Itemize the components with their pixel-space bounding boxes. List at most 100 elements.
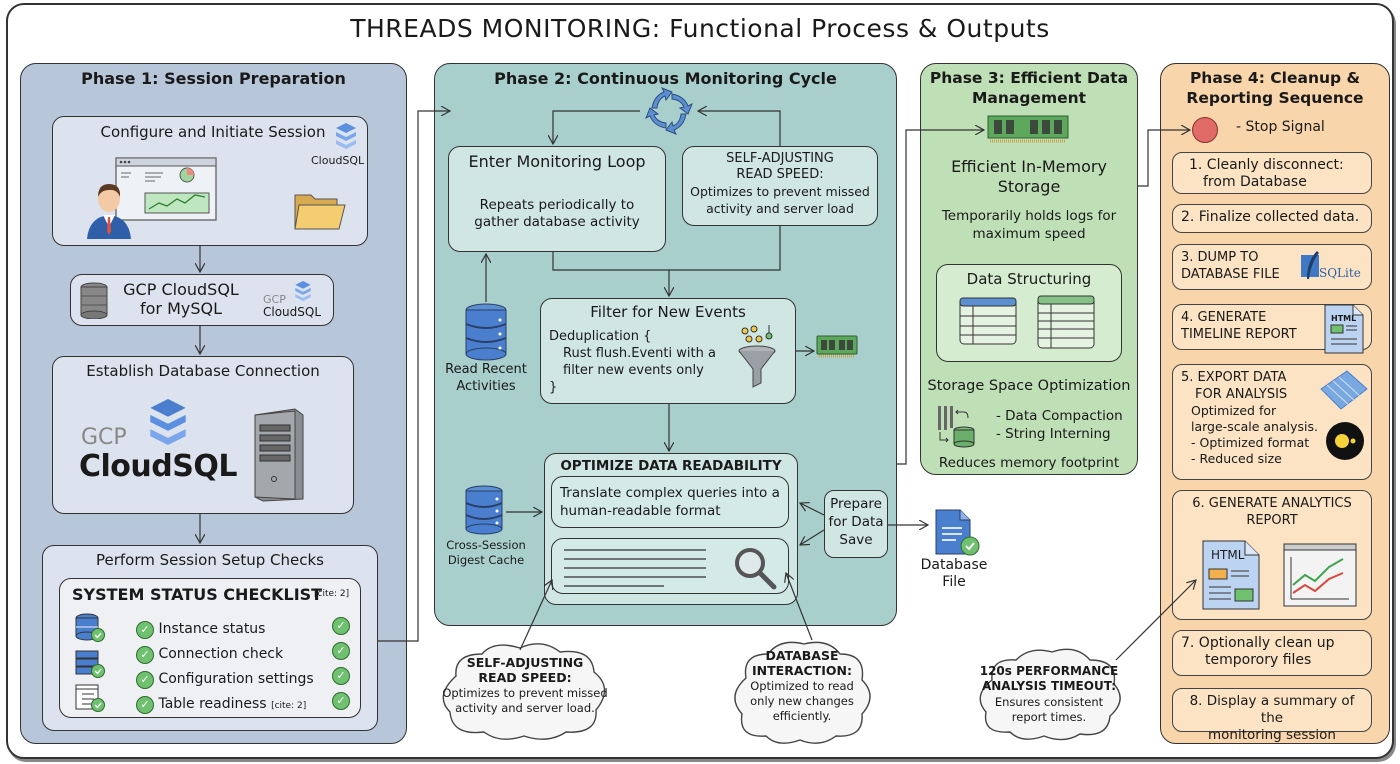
callout-cloud-read-speed	[442, 643, 606, 740]
monitoring-loop-desc-1: Repeats periodically to	[479, 197, 635, 213]
phase-4-title-1: Phase 4: Cleanup &	[1189, 69, 1361, 87]
string-interning-item: - String Interning	[996, 426, 1111, 442]
step-4-timeline-report: 4. GENERATE TIMELINE REPORT HTML	[1172, 304, 1372, 354]
phase-2-title: Phase 2: Continuous Monitoring Cycle	[494, 69, 837, 88]
table-green-icon	[1037, 295, 1095, 349]
check-icon: ✓	[332, 642, 350, 660]
cloudsql-logo-text: CloudSQL	[263, 305, 322, 319]
prepare-label-2: for Data	[828, 514, 884, 530]
check-icon: ✓	[332, 617, 350, 635]
database-check-icon	[75, 613, 105, 642]
monitoring-loop-desc-2: gather database activity	[474, 214, 640, 230]
data-structuring-label: Data Structuring	[966, 270, 1092, 288]
list-check-icon	[75, 684, 105, 712]
html-analytics-label: HTML	[1211, 548, 1245, 562]
step-7-cleanup-files: 7. Optionally clean up temporory files	[1172, 630, 1372, 676]
stop-signal-icon	[1192, 117, 1218, 143]
gcp-cloudsql-mysql-box: GCP CloudSQL for MySQL GCP CloudSQL	[70, 274, 334, 326]
in-memory-storage-title-2: Storage	[997, 177, 1061, 196]
callout-3-body-1: Ensures consistent	[994, 695, 1104, 709]
callout-cloud-timeout	[979, 648, 1121, 741]
stop-signal-label: - Stop Signal	[1236, 119, 1325, 135]
callout-1-body-2: activity and server load.	[455, 701, 595, 715]
callout-2-body-2: only new changes	[750, 694, 854, 708]
check-icon: ✓	[136, 671, 154, 689]
check-icon: ✓	[136, 646, 154, 664]
step-5-export-data: 5. EXPORT DATA FOR ANALYSIS Optimized fo…	[1172, 364, 1372, 480]
monitoring-loop-title: Enter Monitoring Loop	[468, 152, 646, 171]
filter-code-2: Rust flush.Eventi with a	[563, 346, 716, 361]
translate-queries-box: Translate complex queries into a human-r…	[551, 476, 789, 528]
html-analytics-report-icon	[1202, 540, 1260, 610]
database-file-label-1: Database	[920, 557, 988, 573]
compaction-icon	[938, 406, 975, 448]
phase-1-title: Phase 1: Session Preparation	[81, 69, 346, 88]
magnifier-icon	[735, 548, 777, 590]
callout-3-title-2: ANALYSIS TIMEOUT:	[981, 679, 1117, 693]
system-status-checklist: SYSTEM STATUS CHECKLIST [cite: 2] ✓ Inst…	[59, 578, 361, 718]
callout-1-body-1: Optimizes to prevent missed	[442, 686, 608, 700]
memory-ram-icon	[816, 335, 858, 358]
self-adjusting-read-speed-box: SELF-ADJUSTING READ SPEED: Optimizes to …	[682, 146, 878, 226]
configure-session-box: Configure and Initiate Session CloudSQL	[52, 116, 368, 246]
check-icon: ✓	[332, 667, 350, 685]
phase-3-title-2: Management	[971, 89, 1087, 107]
checklist-item: ✓ Instance status✓	[136, 617, 356, 642]
in-memory-desc-1: Temporarily holds logs for	[941, 208, 1117, 224]
gcp-logo-text: GCP	[263, 293, 286, 306]
text-lines-icon	[564, 549, 706, 587]
prepare-label-3: Save	[839, 532, 873, 548]
server-tower-icon	[254, 408, 304, 502]
callout-1-title-1: SELF-ADJUSTING	[466, 655, 584, 670]
memory-ram-large-icon	[987, 115, 1069, 143]
checklist-title: SYSTEM STATUS CHECKLIST	[72, 585, 323, 604]
prepare-data-save-box: Prepare for Data Save	[824, 490, 888, 558]
checklist-items: ✓ Instance status✓ ✓ Connection check✓ ✓…	[136, 617, 356, 719]
cloudsql-logo-text: CloudSQL	[311, 154, 365, 167]
gcp-mysql-label-line2: for MySQL	[139, 299, 223, 318]
check-icon: ✓	[332, 692, 350, 710]
checklist-cite: [cite: 2]	[314, 589, 350, 599]
self-adjust-desc-1: Optimizes to prevent missed	[690, 184, 870, 199]
folder-icon	[294, 194, 346, 230]
html-report-icon	[1324, 304, 1364, 354]
self-adjust-desc-2: activity and server load	[706, 201, 854, 216]
database-file-icon	[935, 509, 980, 556]
cycle-arrows-icon	[645, 87, 693, 135]
memory-footprint-footer: Reduces memory footprint	[938, 455, 1120, 471]
user-avatar-icon	[87, 184, 131, 239]
storage-optimization-title: Storage Space Optimization	[927, 378, 1131, 394]
optimize-readability-box: OPTIMIZE DATA READABILITY Translate comp…	[544, 453, 798, 605]
diagram-title: THREADS MONITORING: Functional Process &…	[350, 14, 1050, 43]
callout-3-title-1: 120s PERFORMANCE	[979, 664, 1119, 678]
digest-cache-label-1: Cross-Session	[446, 538, 526, 552]
filter-code-4: }	[549, 380, 558, 395]
filter-title: Filter for New Events	[590, 303, 746, 321]
translate-text-1: Translate complex queries into a	[560, 485, 780, 501]
funnel-filter-icon	[738, 325, 776, 388]
setup-checks-label: Perform Session Setup Checks	[95, 551, 325, 569]
cloudsql-large-logo-icon	[150, 399, 186, 445]
optimize-title: OPTIMIZE DATA READABILITY	[560, 458, 782, 474]
digest-cache-database-icon	[465, 485, 503, 535]
sqlite-feather-icon	[1301, 251, 1319, 279]
digest-cache-label-2: Digest Cache	[447, 553, 525, 567]
establish-connection-box: Establish Database Connection GCP CloudS…	[52, 356, 354, 514]
checklist-item: ✓ Connection check✓	[136, 642, 356, 667]
check-icon: ✓	[136, 621, 154, 639]
step-1-disconnect: 1. Cleanly disconnect: from Database	[1172, 152, 1372, 194]
gcp-large-logo-text: GCP	[81, 425, 127, 450]
step-2-finalize: 2. Finalize collected data.	[1172, 204, 1372, 233]
duckdb-format-icon	[1326, 422, 1364, 460]
phase-3-title-1: Phase 3: Efficient Data	[929, 69, 1129, 87]
self-adjust-title-2: READ SPEED:	[736, 167, 824, 182]
configure-session-label: Configure and Initiate Session	[100, 123, 326, 141]
cloudsql-large-logo-text: CloudSQL	[79, 449, 237, 484]
step-3-dump-database: 3. DUMP TO DATABASE FILE SQLite	[1172, 244, 1372, 290]
step-6-analytics-report: 6. GENERATE ANALYTICS REPORT HTML	[1172, 490, 1372, 620]
table-blue-icon	[959, 297, 1017, 345]
gcp-mysql-label-line1: GCP CloudSQL	[123, 280, 239, 299]
read-recent-label-1: Read Recent	[445, 362, 527, 377]
check-icon: ✓	[136, 696, 154, 714]
read-recent-database-icon	[465, 303, 507, 361]
